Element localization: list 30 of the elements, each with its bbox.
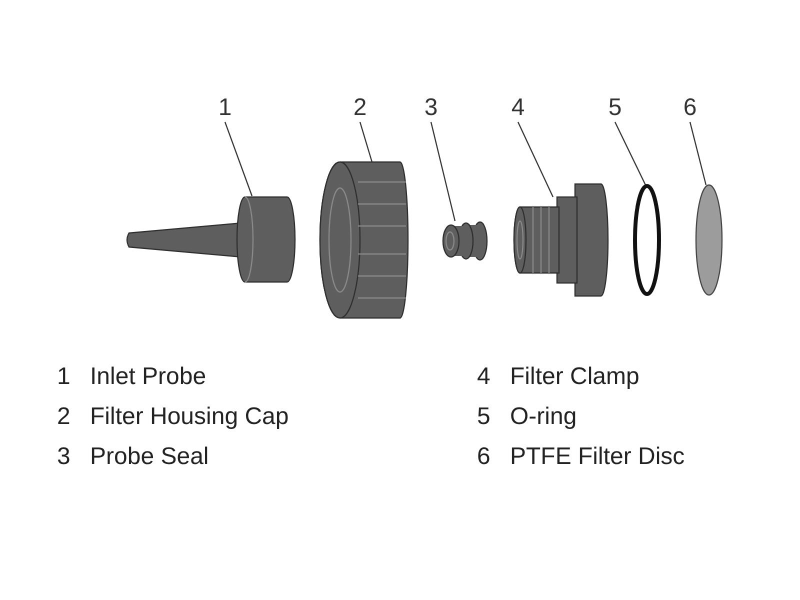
clamp-drawing — [513, 183, 610, 297]
leader-line — [224, 122, 253, 196]
part-name: Probe Seal — [90, 442, 209, 472]
callout-number: 1 — [57, 362, 72, 392]
part-name: Filter Housing Cap — [90, 402, 289, 432]
ring-drawing — [632, 183, 662, 297]
disc-drawing — [694, 183, 724, 297]
callout-number: 2 — [57, 402, 72, 432]
callout-number: 6 — [680, 94, 700, 122]
part-name: O-ring — [510, 402, 577, 432]
part-name: Filter Clamp — [510, 362, 640, 392]
callout-number: 6 — [477, 442, 492, 472]
part-name: Inlet Probe — [90, 362, 206, 392]
probe-drawing — [125, 195, 297, 284]
leader-line — [614, 122, 647, 186]
callout-number: 4 — [477, 362, 492, 392]
callout-number: 2 — [350, 94, 370, 122]
part-name: PTFE Filter Disc — [510, 442, 685, 472]
leader-line — [517, 122, 554, 198]
callout-number: 5 — [477, 402, 492, 432]
threaded-cap-drawing — [318, 160, 410, 320]
leader-line — [359, 122, 373, 162]
callout-number: 3 — [57, 442, 72, 472]
seal-drawing — [441, 220, 488, 262]
leader-line — [689, 122, 707, 186]
callout-number: 1 — [215, 94, 235, 122]
callout-number: 5 — [605, 94, 625, 122]
callout-number: 4 — [508, 94, 528, 122]
callout-number: 3 — [421, 94, 441, 122]
leader-line — [430, 122, 456, 222]
